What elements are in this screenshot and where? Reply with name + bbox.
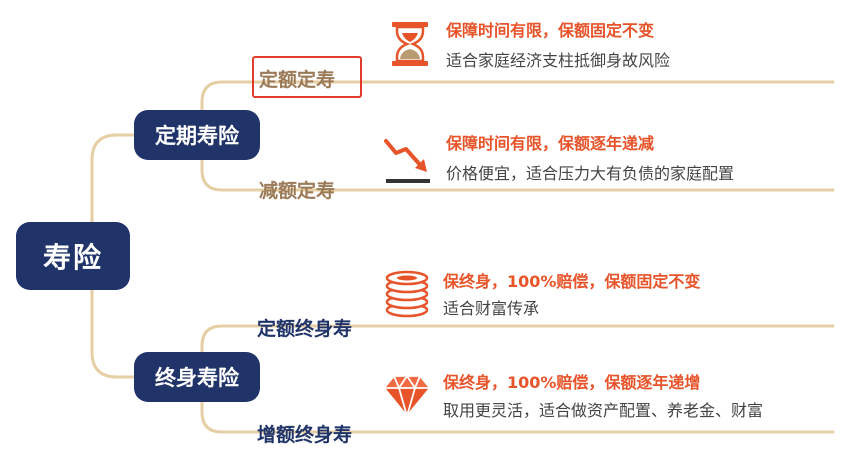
feature-desc: 价格便宜，适合压力大有负债的家庭配置 [446, 164, 735, 183]
root-node-label: 寿险 [42, 241, 103, 274]
feature-desc: 适合财富传承 [443, 299, 540, 318]
branch-2-to-leaf-4-connector [200, 400, 835, 434]
branch-1-to-leaf-1-connector [200, 80, 835, 112]
feature-title: 保终身，100%赔偿，保额逐年递增 [443, 373, 701, 392]
leaf-label-increasing-whole-life: 增额终身寿 [257, 424, 353, 446]
feature-desc: 适合家庭经济支柱抵御身故风险 [446, 51, 671, 70]
branch-node-term-life: 定期寿险 [134, 110, 260, 160]
branch-2-to-leaf-3-connector [200, 324, 835, 354]
branch-1-to-leaf-2-connector [200, 158, 835, 192]
branch-node-label: 终身寿险 [155, 366, 239, 390]
root-to-branch-2-connector [90, 288, 136, 379]
branch-node-label: 定期寿险 [155, 124, 239, 148]
leaf-label-fixed-term: 定额定寿 [259, 69, 336, 91]
feature-title: 保终身，100%赔偿，保额固定不变 [443, 272, 701, 291]
leaf-label-fixed-whole-life: 定额终身寿 [257, 318, 353, 340]
feature-desc: 取用更灵活，适合做资产配置、养老金、财富 [443, 401, 764, 420]
root-to-branch-1-connector [90, 133, 136, 224]
leaf-label-decreasing-term: 减额定寿 [259, 180, 336, 202]
feature-title: 保障时间有限，保额固定不变 [446, 21, 655, 40]
feature-title: 保障时间有限，保额逐年递减 [446, 134, 655, 153]
hourglass-icon [386, 20, 434, 68]
root-node-life-insurance: 寿险 [16, 222, 130, 290]
diamond-icon [382, 370, 431, 418]
coin-stack-icon [382, 268, 430, 318]
branch-node-whole-life: 终身寿险 [134, 352, 260, 402]
trend-down-icon [382, 135, 430, 183]
highlight-box [252, 56, 362, 98]
